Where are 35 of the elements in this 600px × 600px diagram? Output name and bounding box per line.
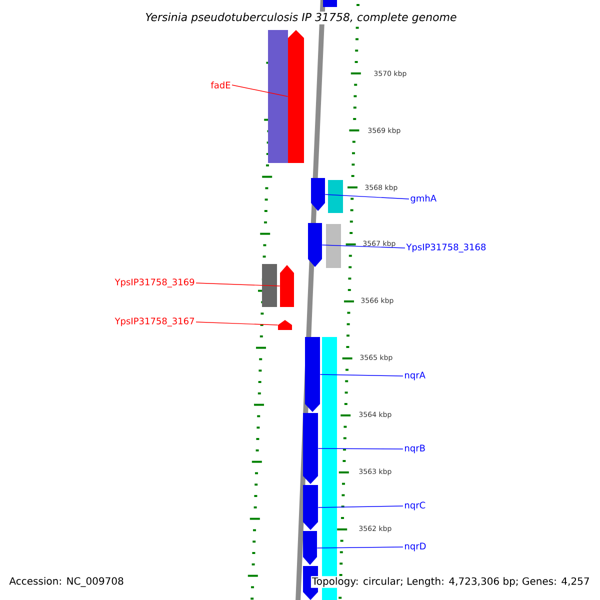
gene-label: YpsIP31758_3168: [406, 244, 486, 252]
leader-line: [232, 84, 288, 97]
gene-block: [311, 178, 325, 211]
gene-block: [268, 30, 288, 163]
gene-block: [323, 0, 337, 7]
leader-line: [196, 282, 280, 286]
gene-label: YpsIP31758_3167: [114, 318, 194, 326]
leader-line: [318, 448, 404, 450]
gene-block: [288, 30, 304, 163]
gene-label: gmhA: [410, 194, 436, 204]
gene-label: nqrD: [405, 542, 426, 552]
gene-block: [280, 265, 294, 307]
gene-block: [303, 413, 318, 484]
gene-block: [262, 264, 277, 307]
gene-label: nqrB: [405, 444, 425, 454]
genome-summary: Topology: circular; Length: 4,723,306 bp; Genes: 4,257: [310, 576, 591, 588]
gene-block: [305, 337, 320, 412]
gene-block: [328, 180, 343, 213]
leader-line: [316, 546, 404, 548]
leader-line: [322, 244, 406, 248]
gene-block: [278, 320, 292, 330]
gene-block: [303, 485, 318, 530]
accession-text: Accession: NC_009708: [9, 577, 124, 587]
leader-line: [320, 374, 404, 376]
leader-line: [196, 322, 278, 326]
gene-label: fadE: [210, 82, 230, 88]
leader-line: [318, 506, 404, 508]
gene-block: [308, 223, 322, 267]
gene-block: [303, 531, 317, 565]
leader-line: [324, 194, 410, 200]
gene-block: [326, 224, 341, 268]
gene-label: nqrA: [405, 372, 426, 380]
title: Yersinia pseudotuberculosis IP 31758, complete genome: [144, 12, 458, 24]
gene-label: YpsIP31758_3169: [114, 278, 194, 288]
gene-label: nqrC: [405, 502, 426, 510]
